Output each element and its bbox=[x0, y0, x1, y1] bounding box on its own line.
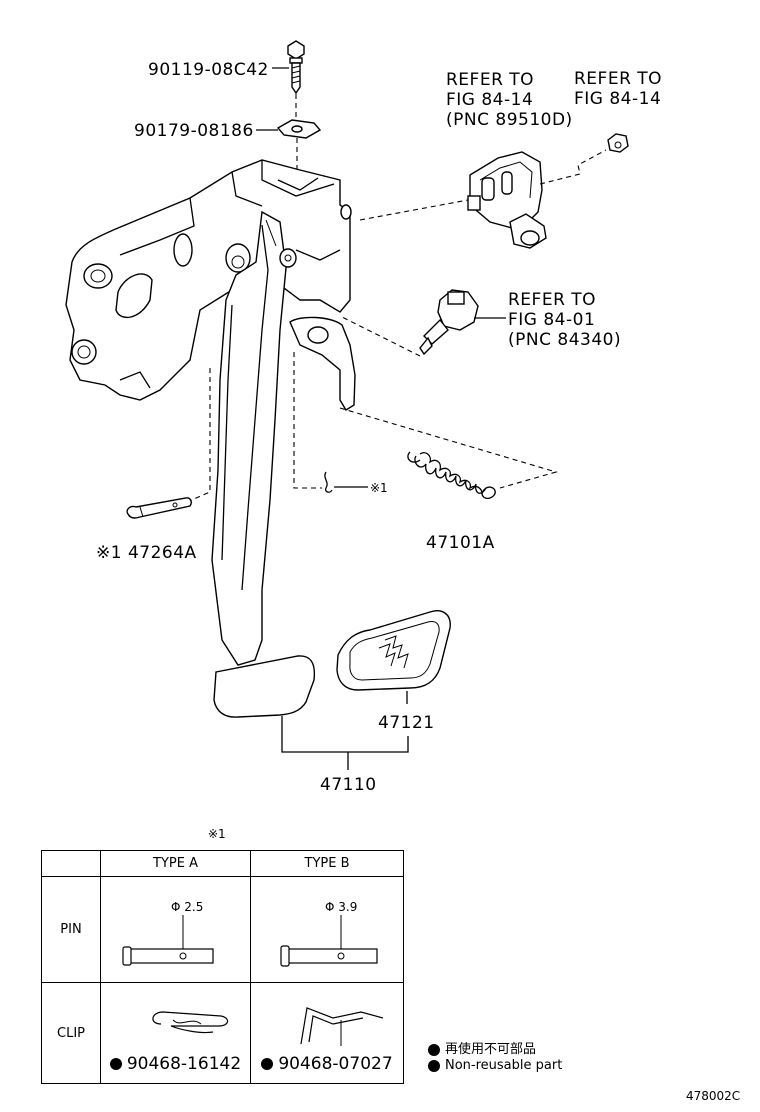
pin-type-b-icon: Φ 3.9 bbox=[280, 900, 378, 967]
clip-part[interactable] bbox=[324, 471, 333, 493]
brake-pedal-arm[interactable] bbox=[211, 210, 316, 718]
col-type-b: TYPE B bbox=[250, 850, 404, 877]
figure-id: 478002C bbox=[686, 1089, 740, 1103]
pedal-pad[interactable] bbox=[336, 610, 451, 691]
pin-part-number[interactable]: ※1 47264A bbox=[96, 543, 197, 563]
table-title-mark: ※1 bbox=[208, 827, 226, 841]
pad-part-number[interactable]: 47121 bbox=[378, 713, 435, 733]
non-reusable-dot-icon bbox=[261, 1058, 274, 1070]
row-clip-label: CLIP bbox=[41, 982, 101, 1084]
return-spring[interactable] bbox=[407, 451, 496, 500]
stop-lamp-switch[interactable] bbox=[419, 289, 479, 356]
col-type-a: TYPE A bbox=[100, 850, 251, 877]
pin-part[interactable] bbox=[126, 497, 192, 519]
legend-jp: 再使用不可部品 bbox=[428, 1038, 536, 1057]
non-reusable-dot-icon bbox=[109, 1058, 122, 1070]
clip-mark-label: ※1 bbox=[370, 481, 388, 495]
pin-b-diameter: Φ 3.9 bbox=[325, 900, 357, 914]
clip-a-part-number[interactable]: 90468-16142 bbox=[101, 1054, 250, 1074]
switch-refer-line2[interactable]: FIG 84-01 bbox=[508, 310, 595, 330]
nut-refer-line1: REFER TO bbox=[574, 69, 662, 89]
bolt-part-number: 90119-08C42 bbox=[148, 60, 269, 80]
switch-refer-line3: (PNC 84340) bbox=[508, 330, 621, 350]
non-reusable-dot-icon bbox=[428, 1043, 440, 1056]
nut-refer-line2[interactable]: FIG 84-14 bbox=[574, 89, 661, 109]
clip-type-b-icon bbox=[300, 1007, 384, 1046]
switch-refer-line1: REFER TO bbox=[508, 290, 596, 310]
pin-type-a-icon: Φ 2.5 bbox=[122, 900, 214, 966]
washer-part-number: 90179-08186 bbox=[134, 121, 254, 141]
clip-type-a-cell: 90468-16142 bbox=[100, 982, 251, 1084]
pin-type-a-cell: Φ 2.5 bbox=[100, 876, 251, 983]
pedal-bracket[interactable] bbox=[65, 159, 356, 411]
legend-en: Non-reusable part bbox=[428, 1058, 562, 1073]
sensor-refer-line3: (PNC 89510D) bbox=[446, 110, 573, 130]
clip-type-b-cell: 90468-07027 bbox=[250, 982, 404, 1084]
pin-a-diameter: Φ 2.5 bbox=[171, 900, 203, 914]
washer-part[interactable] bbox=[276, 119, 322, 139]
sensor-refer-line1: REFER TO bbox=[446, 70, 534, 90]
clip-type-a-icon bbox=[152, 1011, 229, 1034]
bolt-part[interactable] bbox=[287, 40, 305, 95]
nut-part[interactable] bbox=[607, 133, 629, 153]
sensor-refer-line2[interactable]: FIG 84-14 bbox=[446, 90, 533, 110]
stop-lamp-sensor[interactable] bbox=[467, 151, 547, 249]
pin-type-b-cell: Φ 3.9 bbox=[250, 876, 404, 983]
clip-type-table: TYPE A TYPE B PIN Φ 2.5 Φ 3.9 CLIP bbox=[41, 850, 404, 1084]
row-pin-label: PIN bbox=[41, 876, 101, 983]
non-reusable-dot-icon bbox=[428, 1059, 440, 1072]
pedal-part-number[interactable]: 47110 bbox=[320, 775, 377, 795]
spring-part-number[interactable]: 47101A bbox=[426, 533, 495, 553]
clip-b-part-number[interactable]: 90468-07027 bbox=[251, 1054, 403, 1074]
